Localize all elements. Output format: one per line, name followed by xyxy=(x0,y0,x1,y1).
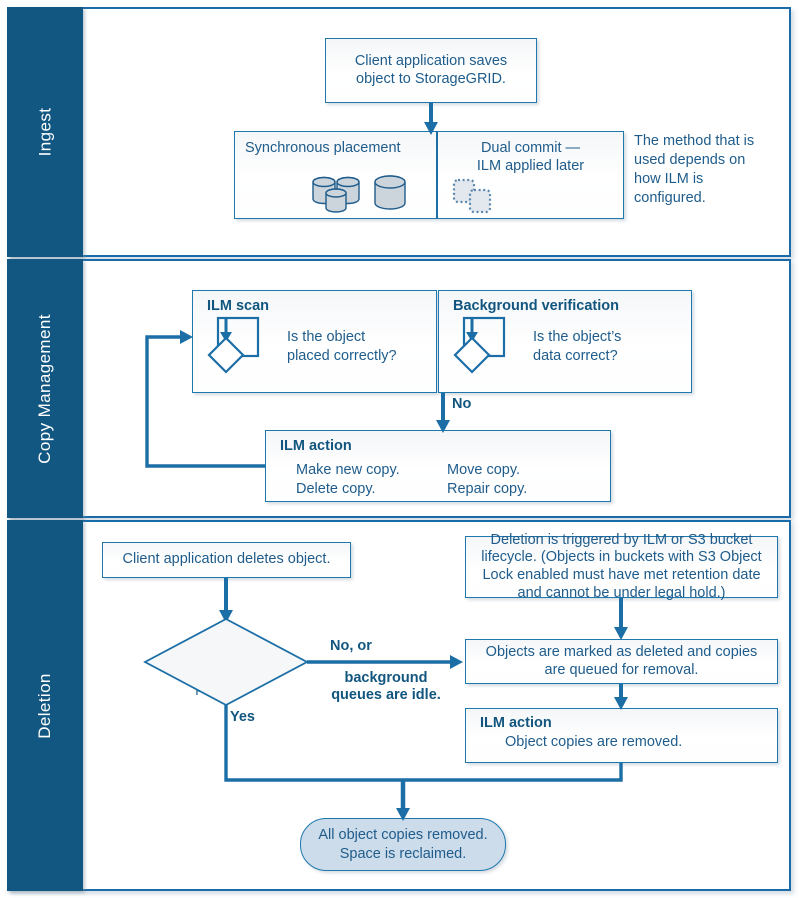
deletion-yes-label: Yes xyxy=(230,709,255,725)
deletion-client-delete-box: Client application deletes object. xyxy=(102,542,351,578)
lane-label-deletion: Deletion xyxy=(7,520,83,891)
copy-management-ilm-action-title: ILM action xyxy=(280,438,352,454)
lane-label-deletion-text: Deletion xyxy=(34,672,54,739)
deletion-client-delete-label: Client application deletes object. xyxy=(122,551,331,568)
deletion-trigger-box: Deletion is triggered by ILM or S3 bucke… xyxy=(465,532,778,601)
ilm-action-move-copy: Move copy. xyxy=(447,462,521,478)
deletion-no-label-line2-text: background xyxy=(344,670,428,686)
ingest-client-save-line2: object to StorageGRID. xyxy=(356,70,506,87)
deletion-no-label-line1: No, or xyxy=(330,638,372,654)
ilm-action-make-new-copy: Make new copy. xyxy=(296,462,400,478)
ilm-scan-question-line1: Is the object xyxy=(287,329,366,345)
background-verification-title: Background verification xyxy=(453,298,619,314)
deletion-trigger-line3: Lock enabled must have met retention dat… xyxy=(482,567,761,583)
deletion-marked-line1: Objects are marked as deleted and copies xyxy=(485,643,758,660)
ingest-note-line3: how ILM is xyxy=(634,170,704,187)
deletion-ilm-action-title: ILM action xyxy=(480,715,552,731)
background-verification-question-line1: Is the object’s xyxy=(533,329,622,345)
ilm-action-repair-copy: Repair copy. xyxy=(447,480,528,497)
ingest-dual-commit-line2: ILM applied later xyxy=(476,157,585,174)
background-verification-question: Is the object’s data correct? xyxy=(533,328,693,366)
deletion-no-label-line2: background queues are idle. xyxy=(311,670,461,705)
ingest-client-save-line1: Client application saves xyxy=(354,52,508,69)
lane-label-copy-management-text: Copy Management xyxy=(35,313,55,464)
background-verification-box: Background verification xyxy=(438,290,692,393)
deletion-decision-line3: removal xyxy=(200,662,250,679)
flowchart-decision-icon-ilm-scan xyxy=(198,312,268,374)
deletion-terminal-line2: Space is reclaimed. xyxy=(339,845,467,862)
ingest-note-line4: configured. xyxy=(634,189,706,206)
deletion-decision-text: Is synchronous removal possible? xyxy=(163,629,287,695)
deletion-no-label-line3-text: queues are idle. xyxy=(331,687,441,704)
deletion-trigger-line1: Deletion is triggered by ILM or S3 bucke… xyxy=(490,531,753,548)
ilm-action-delete-copy: Delete copy. xyxy=(296,480,376,497)
ingest-note-line1: The method that is xyxy=(634,133,755,149)
ingest-note-line2: used depends on xyxy=(634,151,746,168)
ingest-note: The method that is used depends on how I… xyxy=(634,132,784,207)
database-cylinders-icon xyxy=(305,170,425,214)
deletion-decision-line4: possible? xyxy=(195,678,255,695)
lane-label-copy-management: Copy Management xyxy=(7,259,83,518)
background-verification-question-line2: data correct? xyxy=(533,347,618,364)
ingest-client-save-box: Client application saves object to Stora… xyxy=(325,38,537,103)
ilm-scan-question-line2: placed correctly? xyxy=(287,347,397,364)
ingest-dual-commit-box: Dual commit — ILM applied later xyxy=(437,131,624,219)
lane-label-ingest-text: Ingest xyxy=(35,107,54,157)
copy-management-ilm-action-col2: Move copy. Repair copy. xyxy=(447,461,597,499)
dashed-placeholder-copies-icon xyxy=(452,178,522,216)
deletion-trigger-line4: and cannot be under legal hold.) xyxy=(517,584,726,601)
copy-management-ilm-action-col1: Make new copy. Delete copy. xyxy=(296,461,446,499)
ilm-scan-question: Is the object placed correctly? xyxy=(287,328,437,366)
deletion-trigger-line2: lifecycle. (Objects in buckets with S3 O… xyxy=(481,549,762,566)
ingest-dual-commit-line1: Dual commit — xyxy=(480,140,581,156)
flowchart-decision-icon-background-verification xyxy=(444,312,514,374)
deletion-terminal-box: All object copies removed. Space is recl… xyxy=(300,818,506,871)
copy-management-ilm-action-box: ILM action xyxy=(265,430,611,502)
ilm-scan-title: ILM scan xyxy=(207,298,270,314)
deletion-marked-box: Objects are marked as deleted and copies… xyxy=(465,639,778,684)
deletion-decision-line2: synchronous xyxy=(185,645,265,662)
deletion-terminal-line1: All object copies removed. xyxy=(318,827,488,844)
deletion-marked-line2: are queued for removal. xyxy=(544,661,699,678)
ingest-synchronous-placement-label: Synchronous placement xyxy=(245,140,401,156)
ingest-synchronous-placement-box: Synchronous placement xyxy=(234,131,437,219)
deletion-decision-line1: Is xyxy=(219,629,231,645)
deletion-ilm-action-body: Object copies are removed. xyxy=(505,734,683,750)
lane-label-ingest: Ingest xyxy=(7,7,83,257)
copy-management-no-label: No xyxy=(452,396,472,412)
